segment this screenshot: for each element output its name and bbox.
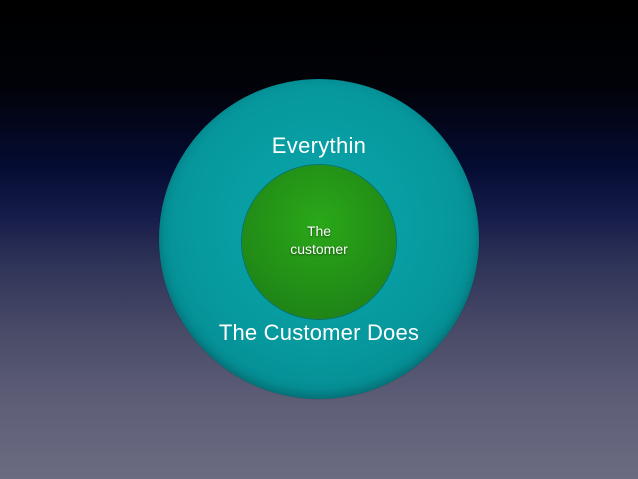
inner-label-line1: The	[306, 223, 332, 239]
outer-circle-top-label: Everythin	[271, 133, 367, 158]
inner-circle-label: The customer	[242, 222, 396, 258]
inner-label-line2: customer	[290, 241, 348, 257]
inner-circle	[242, 165, 396, 319]
outer-circle-bottom-label: The Customer Does	[218, 320, 420, 345]
